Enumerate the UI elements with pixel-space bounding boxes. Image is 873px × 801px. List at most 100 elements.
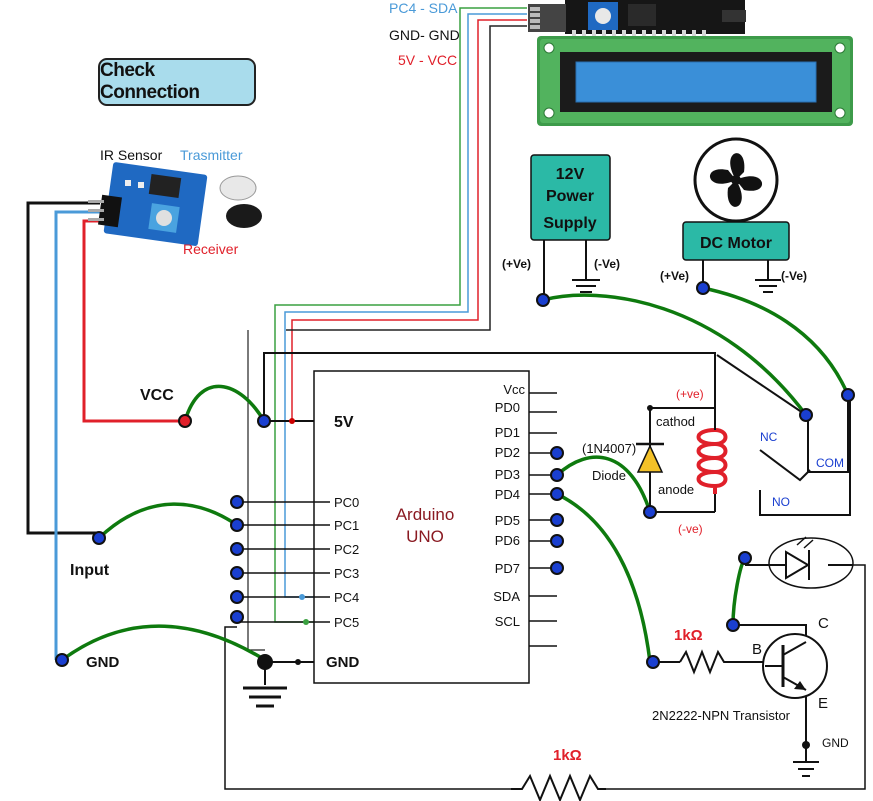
node-pd3 [550,468,564,482]
coil-pos: (+ve) [676,387,704,401]
led-symbol [745,536,854,589]
ir-receiver: Receiver [183,241,239,257]
pin-pc4: PC4 [334,590,359,605]
green-jumpers [60,286,850,663]
node-gnd-left [55,653,69,667]
pin-pd3: PD3 [495,467,520,482]
resistor-bottom [511,773,606,801]
wire-ir-black [26,201,100,535]
motor-pos: (+Ve) [660,269,689,283]
pin-pc5: PC5 [334,615,359,630]
diode-part: (1N4007) [582,441,636,456]
pin-pd0: PD0 [495,400,520,415]
pin-pd4: PD4 [495,487,520,502]
node-vcc [178,414,192,428]
pin-vcc: Vcc [503,382,525,397]
fan-icon [709,153,763,207]
dc-motor [682,137,790,293]
ps-neg: (-Ve) [594,257,620,271]
node-pd6 [550,534,564,548]
node-pd2 [550,446,564,460]
node-pd7 [550,561,564,575]
node-pc1 [230,518,244,532]
power-supply [530,154,611,300]
node-5v [257,414,271,428]
ground-symbol-transistor [793,761,819,777]
diode-cathode: cathod [656,414,695,429]
diode-symbol [636,442,664,473]
label-gnd-transistor: GND [822,736,849,750]
ir-sensor [88,162,262,246]
wire-lcd-vcc [291,19,527,421]
arduino-uno [313,370,530,684]
node-ps-pos [536,293,550,307]
lcd-module [528,0,853,126]
node-diode-top [647,405,653,411]
connection-nodes [55,281,855,749]
node-gnd-mid [257,654,273,670]
ir-transmitter: Trasmitter [180,147,243,163]
node-pd5 [550,513,564,527]
node-pc5 [230,610,244,624]
node-pc2 [230,542,244,556]
relay-switch [759,449,811,482]
pin-pd1: PD1 [495,425,520,440]
wire-bottom-loop [224,626,511,790]
node-relay-com [799,408,813,422]
pin-pc2: PC2 [334,542,359,557]
node-diode-bottom [643,505,657,519]
check-connection-button[interactable]: Check Connection [98,58,256,106]
pin-pd7: PD7 [495,561,520,576]
wire-lcd-gnd-down [247,330,265,651]
wire-lcd-gnd [286,25,527,331]
transistor-c: C [818,615,829,632]
node-pc0 [230,495,244,509]
label-input: Input [70,562,110,579]
arduino-model: UNO [406,527,444,546]
node-motor-pos [696,281,710,295]
label-vcc: VCC [140,387,174,404]
pin-sda: SDA [493,589,520,604]
ps-pos: (+Ve) [502,257,531,271]
pin-pd5: PD5 [495,513,520,528]
node-collector [726,618,740,632]
pin-scl: SCL [495,614,520,629]
node-pc3 [230,566,244,580]
transistor-label: 2N2222-NPN Transistor [652,708,791,723]
node-relay-no [841,388,855,402]
resistor-base-label: 1kΩ [674,627,703,644]
motor-label: DC Motor [700,235,772,252]
motor-neg: (-Ve) [781,269,807,283]
node-led-anode [738,551,752,565]
diode-label: Diode [592,468,626,483]
transistor-e: E [818,695,828,712]
lcd-screen [576,62,816,102]
relay-nc: NC [760,430,778,444]
label-gnd-left: GND [86,654,120,671]
label-gnd-mid: GND [326,654,360,671]
ps-line1: 12V [556,166,585,183]
relay-com: COM [816,456,844,470]
lcd-label-gnd: GND- GND [389,27,460,43]
ground-symbol-arduino [243,686,287,708]
wire-5v-coil [263,352,716,430]
arduino-left-stubs [237,501,330,623]
transistor-b: B [752,641,762,658]
lcd-label-vcc: 5V - VCC [398,52,457,68]
pin-pc1: PC1 [334,518,359,533]
node-input [92,531,106,545]
relay-coil [696,408,728,494]
ps-line2: Power [546,188,594,205]
coil-neg: (-ve) [678,522,703,536]
text-labels: PC4 - SDA GND- GND 5V - VCC IR Sensor Tr… [70,0,849,764]
npn-transistor [762,633,828,699]
wire-no [759,395,851,516]
ps-line3: Supply [543,215,596,232]
node-pc4 [230,590,244,604]
node-base [646,655,660,669]
resistor-bottom-label: 1kΩ [553,747,582,764]
diode-anode: anode [658,482,694,497]
label-5v: 5V [334,414,354,431]
pin-pd2: PD2 [495,445,520,460]
